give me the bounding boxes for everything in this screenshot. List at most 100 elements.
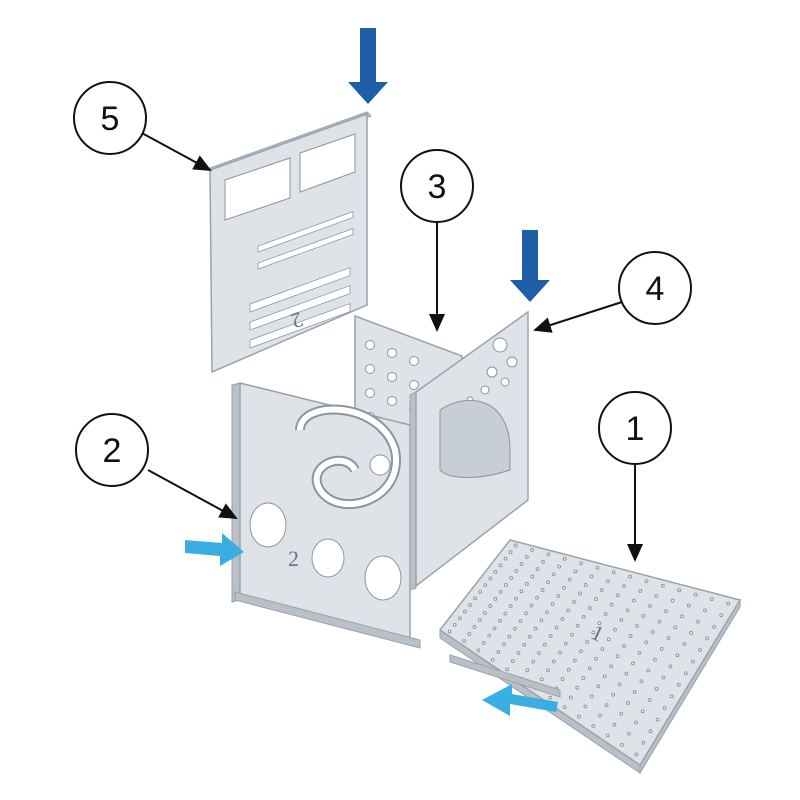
panel-hole	[513, 543, 518, 548]
panel-hole	[612, 722, 617, 727]
panel-hole	[591, 724, 596, 728]
panel-hole	[567, 577, 572, 582]
panel-hole	[597, 621, 602, 626]
panel-hole	[529, 603, 534, 608]
panel-hole	[507, 634, 512, 639]
panel-hole	[510, 659, 515, 664]
panel-hole	[654, 686, 659, 691]
panel-hole	[498, 563, 503, 568]
panel-hole	[609, 664, 614, 669]
panel-hole	[563, 641, 568, 646]
panel-hole	[480, 385, 490, 395]
panel-hole	[541, 559, 545, 564]
panel-hole	[566, 608, 571, 613]
panel-hole	[654, 593, 659, 598]
panel-hole	[589, 694, 594, 699]
panel-hole	[620, 743, 624, 747]
panel-hole	[696, 619, 700, 624]
callout-4: 4	[618, 251, 692, 325]
panel-hole	[498, 590, 503, 594]
panel-hole	[488, 576, 493, 581]
panel-hole	[527, 634, 532, 639]
panel-hole	[514, 596, 518, 601]
panel-hole	[648, 729, 653, 734]
panel-hole	[673, 625, 678, 630]
panel-hole	[468, 603, 472, 607]
panel-hole	[575, 685, 580, 690]
panel-hole	[595, 565, 600, 570]
panel-hole	[605, 733, 610, 738]
panel-hole	[604, 703, 609, 708]
panel-hole	[486, 366, 498, 378]
panel-hole	[657, 619, 662, 624]
panel-hole	[493, 570, 498, 574]
panel-hole	[619, 711, 624, 716]
panel-hole	[409, 356, 419, 366]
panel-hole	[670, 598, 675, 603]
panel-hole	[542, 642, 547, 647]
svg-text:4: 4	[646, 270, 665, 308]
panel-hole	[635, 624, 639, 628]
panel-hole	[632, 690, 637, 695]
panel-hole	[472, 625, 477, 629]
leader-4	[533, 301, 623, 333]
panel-hole	[530, 574, 535, 579]
panel-hole	[637, 651, 642, 655]
panel-hole	[675, 653, 680, 658]
panel-hole	[513, 626, 517, 631]
panel-hole	[669, 694, 674, 699]
panel-hole	[519, 589, 524, 594]
panel-hole	[568, 695, 573, 700]
panel-hole	[613, 627, 617, 632]
svg-text:5: 5	[101, 100, 120, 138]
panel-hole	[639, 679, 644, 684]
panel-hole	[659, 646, 664, 651]
panel-hole	[548, 695, 553, 700]
panel-hole	[581, 676, 586, 680]
panel-hole	[539, 677, 544, 682]
panel-hole	[522, 642, 527, 647]
panel-hole	[622, 584, 626, 588]
panel-hole	[660, 583, 665, 588]
panel-hole	[622, 644, 627, 649]
panel-hole	[508, 550, 513, 554]
panel-hole	[683, 671, 688, 676]
panel-hole	[647, 698, 652, 702]
panel-hole	[503, 556, 508, 561]
panel-hole	[508, 604, 513, 609]
panel-hole	[498, 618, 502, 623]
panel-hole	[587, 666, 592, 671]
panel-hole	[627, 731, 631, 736]
panel-hole	[477, 618, 482, 622]
panel-hole	[518, 619, 523, 623]
leader-2	[147, 469, 238, 519]
panel-hole	[463, 609, 467, 614]
panel-hole	[577, 714, 581, 719]
panel-hole	[530, 548, 534, 552]
panel-hole	[593, 597, 598, 601]
panel-hole	[587, 606, 592, 610]
panel-hole	[509, 576, 514, 580]
svg-text:2: 2	[103, 432, 122, 470]
panel-hole	[726, 601, 731, 606]
panel-hole	[535, 567, 540, 572]
panel-hole	[600, 647, 605, 651]
panel-hole	[492, 337, 508, 353]
arrow-right-panel-2	[185, 533, 244, 566]
panel-hole	[578, 591, 582, 596]
arrow-left-panel-1	[482, 684, 558, 716]
panel-hole	[500, 377, 510, 387]
panel-hole	[655, 717, 660, 722]
panel-hole	[462, 639, 466, 643]
panel-hole	[611, 570, 616, 575]
panel-hole	[387, 372, 397, 382]
panel-hole	[539, 618, 544, 623]
panel-hole	[602, 674, 607, 679]
panel-hole	[579, 561, 583, 566]
panel-hole	[562, 705, 567, 710]
panel-4	[409, 310, 529, 591]
panel-hole	[583, 583, 588, 587]
panel-hole	[562, 556, 567, 561]
panel-hole	[554, 625, 559, 630]
panel-hole	[589, 574, 594, 579]
